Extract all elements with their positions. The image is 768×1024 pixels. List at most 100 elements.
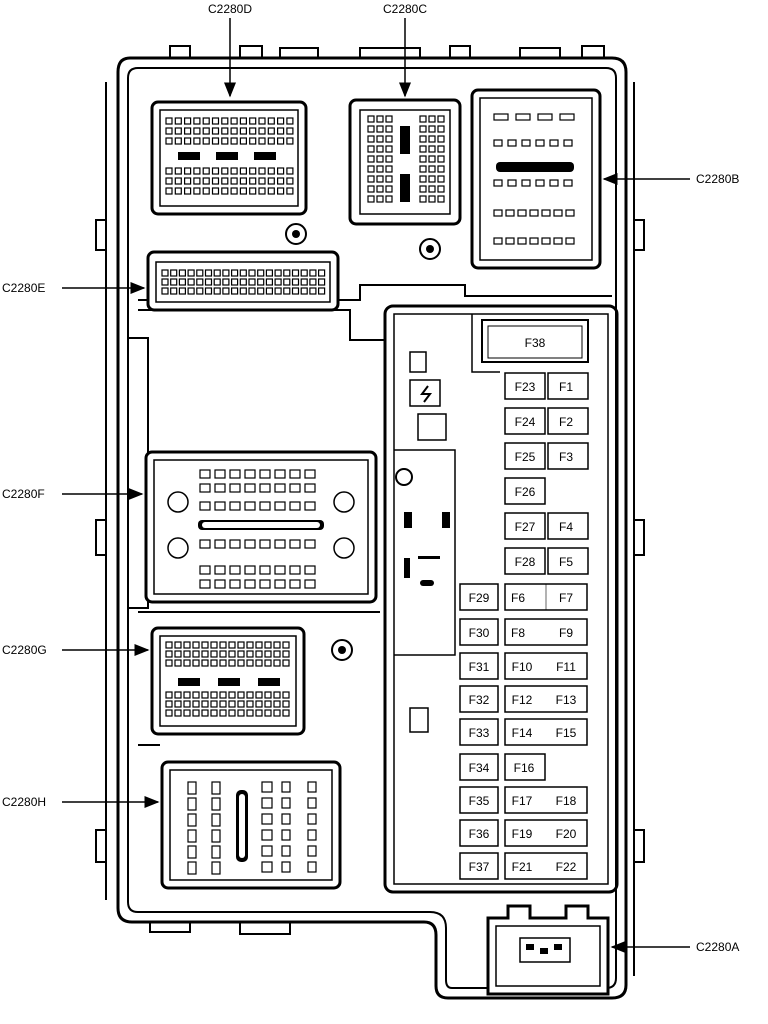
connector-pin [277,117,285,125]
connector-pin [282,709,290,717]
connector-pin [283,278,291,286]
connector-pin [211,861,221,875]
connector-pin [187,797,197,811]
connector-pin [165,187,173,195]
connector-pin [174,177,182,185]
fuse-f30: F30 [459,618,499,646]
connector-pin [529,209,539,217]
connector-pin [385,165,393,173]
fuse-f29: F29 [459,583,499,611]
connector-pin [246,650,254,658]
connector-pin [201,691,209,699]
connector-pin [515,113,531,121]
connector-pin [281,861,291,873]
connector-pin [231,287,239,295]
connector-pin [165,650,173,658]
connector-pin [505,237,515,245]
connector-pin [199,483,211,493]
fuse-f33: F33 [459,718,499,746]
connector-pin [237,709,245,717]
connector-pin [193,137,201,145]
connector-pin [565,237,575,245]
connector-pin [244,565,256,575]
connector-pin [437,195,445,203]
connector-pin [244,501,256,511]
connector-pin [196,278,204,286]
connector-pin [211,797,221,811]
connector-pin [249,117,257,125]
label-c2280a: C2280A [696,940,739,954]
connector-pin [289,483,301,493]
svg-text:F35: F35 [469,794,490,808]
connector-pin [507,139,517,147]
fuse-panel [383,304,619,894]
connector-pin [213,287,221,295]
connector-pin [248,278,256,286]
connector-pin [304,469,316,479]
connector-pin [174,127,182,135]
connector-pin [428,145,436,153]
connector-pin [210,691,218,699]
connector-pin [219,709,227,717]
connector-pin [249,167,257,175]
connector-pin [264,691,272,699]
connector-pin [230,167,238,175]
svg-text:F30: F30 [469,626,490,640]
connector-pin [289,579,301,589]
connector-pin [376,175,384,183]
connector-pin [246,709,254,717]
connector-pin [367,155,375,163]
connector-pin [228,691,236,699]
connector-pin [219,650,227,658]
connector-pin [559,113,575,121]
connector-labels: C2280D C2280C C2280B C2280E C2280F C2280… [2,2,739,954]
connector-pin [261,797,273,809]
connector-pin [274,287,282,295]
connector-pin [211,117,220,125]
connector-pin [187,269,195,277]
fuse-f4: F4 [547,512,589,540]
connector-pin [183,641,191,649]
connector-pin [230,117,238,125]
connector-pin [282,659,290,667]
connector-pin [257,287,265,295]
connector-pin [376,165,384,173]
connector-pin [170,287,178,295]
connector-pin [281,829,291,841]
connector-pin [541,209,551,217]
connector-pin [300,287,308,295]
connector-pin [282,700,290,708]
connector-pin [419,135,427,143]
fuse-f24: F24 [504,407,546,435]
connector-pin [304,483,316,493]
connector-pin [274,469,286,479]
connector-pin [174,691,182,699]
connector-pin [376,115,384,123]
connector-pin [283,269,291,277]
connector-pin [428,165,436,173]
connector-pin [214,469,226,479]
connector-pin [385,185,393,193]
connector-pin [291,287,300,295]
connector-pin [193,117,201,125]
fuse-f23: F23 [504,372,546,400]
connector-pin [229,469,241,479]
label-c2280c: C2280C [383,2,427,16]
connector-pin [261,829,273,841]
connector-pin [214,483,226,493]
fuse-f1: F1 [547,372,589,400]
connector-pin [201,709,209,717]
fuse-f38: F38 [481,319,589,363]
connector-pin [239,287,247,295]
connector-pin [258,187,266,195]
connector-pin [257,278,265,286]
fuse-f12: F12 [512,693,533,707]
connector-pin [300,269,308,277]
connector-pin [264,650,272,658]
connector-pin [493,237,503,245]
connector-pin [219,700,227,708]
